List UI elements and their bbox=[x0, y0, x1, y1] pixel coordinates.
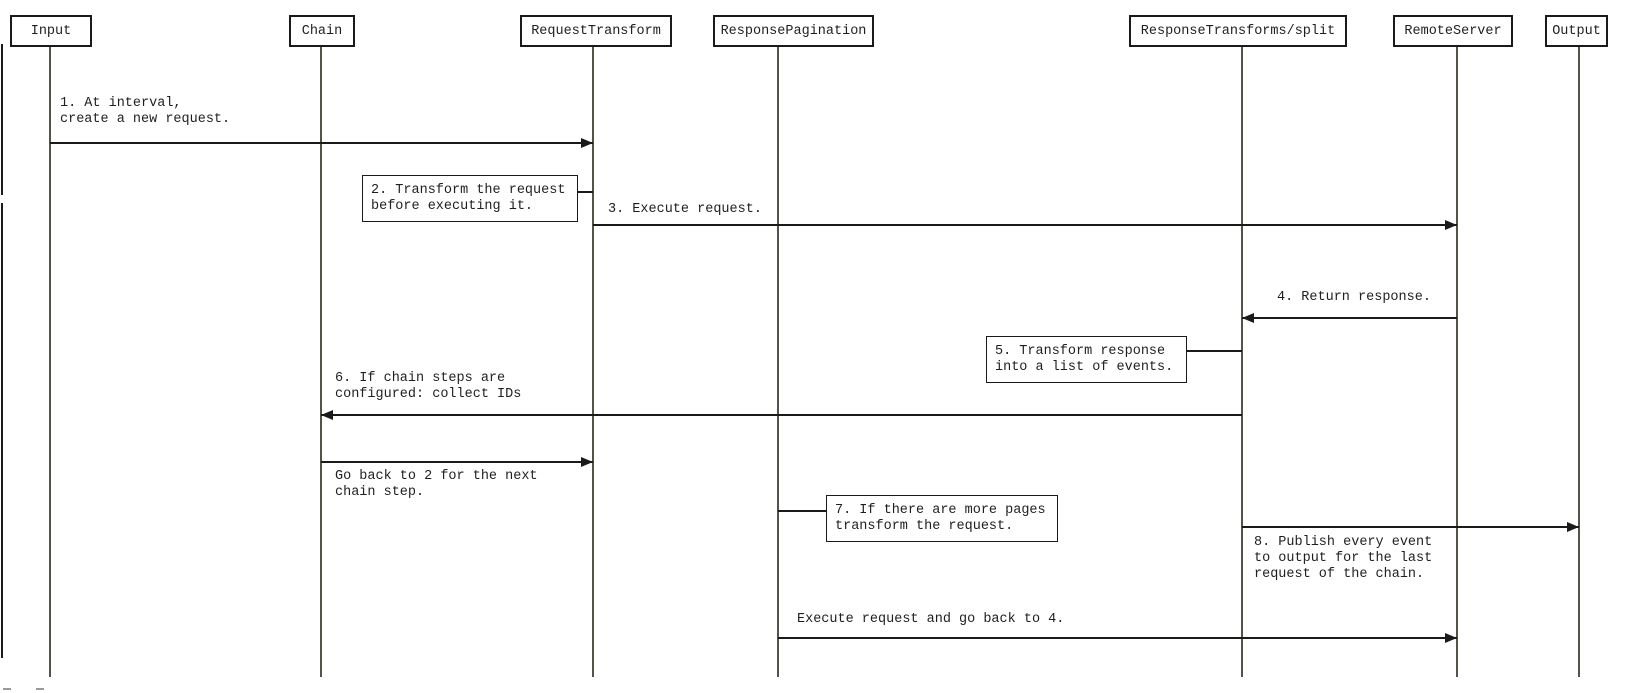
message-label-line: Go back to 2 for the next bbox=[335, 469, 538, 484]
message-label-line: 6. If chain steps are bbox=[335, 371, 506, 386]
note-connector-line bbox=[578, 191, 593, 193]
actor-label: Chain bbox=[301, 23, 343, 39]
message-label-line: 3. Execute request. bbox=[608, 202, 762, 217]
arrowhead-icon bbox=[1445, 219, 1457, 230]
message-arrow-line bbox=[321, 461, 593, 463]
note-text-line: before executing it. bbox=[371, 199, 534, 214]
message-arrow-line bbox=[50, 142, 593, 144]
actor-box-requesttransform: RequestTransform bbox=[520, 15, 672, 47]
lifeline-input bbox=[49, 47, 51, 677]
note-connector-line bbox=[1187, 350, 1242, 352]
message-label: 3. Execute request. bbox=[608, 202, 762, 218]
message-arrow-line bbox=[321, 414, 1242, 416]
lifeline-output bbox=[1578, 47, 1580, 677]
lifeline-responsepagination bbox=[777, 47, 779, 677]
actor-box-chain: Chain bbox=[289, 15, 355, 47]
actor-box-responsepagination: ResponsePagination bbox=[713, 15, 874, 47]
message-label-line: request of the chain. bbox=[1254, 567, 1425, 582]
lifeline-requesttransform bbox=[592, 47, 594, 677]
arrowhead-icon bbox=[1242, 312, 1254, 323]
message-label-line: configured: collect IDs bbox=[335, 387, 522, 402]
message-arrow-line bbox=[593, 224, 1457, 226]
screen-edge-artifact bbox=[1, 44, 3, 195]
message-label: 4. Return response. bbox=[1277, 290, 1431, 306]
note-text-line: 5. Transform response bbox=[995, 344, 1166, 359]
screen-edge-artifact bbox=[1, 203, 3, 658]
arrowhead-icon bbox=[1567, 521, 1579, 532]
actor-label: RemoteServer bbox=[1404, 23, 1502, 39]
actor-box-input: Input bbox=[10, 15, 92, 47]
note-text-line: into a list of events. bbox=[995, 360, 1174, 375]
message-label-line: 1. At interval, bbox=[60, 96, 182, 111]
actor-label: Output bbox=[1552, 23, 1601, 39]
actor-box-remoteserver: RemoteServer bbox=[1393, 15, 1513, 47]
arrowhead-icon bbox=[1445, 632, 1457, 643]
note-text-line: 7. If there are more pages bbox=[835, 503, 1046, 518]
actor-box-output: Output bbox=[1545, 15, 1608, 47]
note-connector-line bbox=[778, 510, 826, 512]
lifeline-chain bbox=[320, 47, 322, 677]
message-label: Execute request and go back to 4. bbox=[797, 612, 1064, 628]
message-arrow-line bbox=[1242, 526, 1579, 528]
message-label-line: 4. Return response. bbox=[1277, 290, 1431, 305]
message-label: 1. At interval,create a new request. bbox=[60, 96, 230, 128]
arrowhead-icon bbox=[581, 456, 593, 467]
message-arrow-line bbox=[1242, 317, 1457, 319]
actor-box-responsetransforms-split: ResponseTransforms/split bbox=[1129, 15, 1347, 47]
message-label-line: chain step. bbox=[335, 485, 425, 500]
screen-edge-artifact bbox=[3, 688, 11, 690]
message-label-line: create a new request. bbox=[60, 112, 231, 127]
note-text-line: 2. Transform the request bbox=[371, 183, 566, 198]
arrowhead-icon bbox=[581, 137, 593, 148]
message-label-line: 8. Publish every event bbox=[1254, 535, 1433, 550]
lifeline-remoteserver bbox=[1456, 47, 1458, 677]
message-label-line: Execute request and go back to 4. bbox=[797, 612, 1065, 627]
actor-label: RequestTransform bbox=[531, 23, 661, 39]
actor-label: ResponseTransforms/split bbox=[1140, 23, 1336, 39]
actor-label: ResponsePagination bbox=[720, 23, 867, 39]
lifeline-responsetransforms-split bbox=[1241, 47, 1243, 677]
screen-edge-artifact bbox=[36, 688, 44, 690]
note-text-line: transform the request. bbox=[835, 519, 1014, 534]
arrowhead-icon bbox=[321, 409, 333, 420]
message-arrow-line bbox=[778, 637, 1457, 639]
message-label-line: to output for the last bbox=[1254, 551, 1433, 566]
actor-label: Input bbox=[30, 23, 72, 39]
